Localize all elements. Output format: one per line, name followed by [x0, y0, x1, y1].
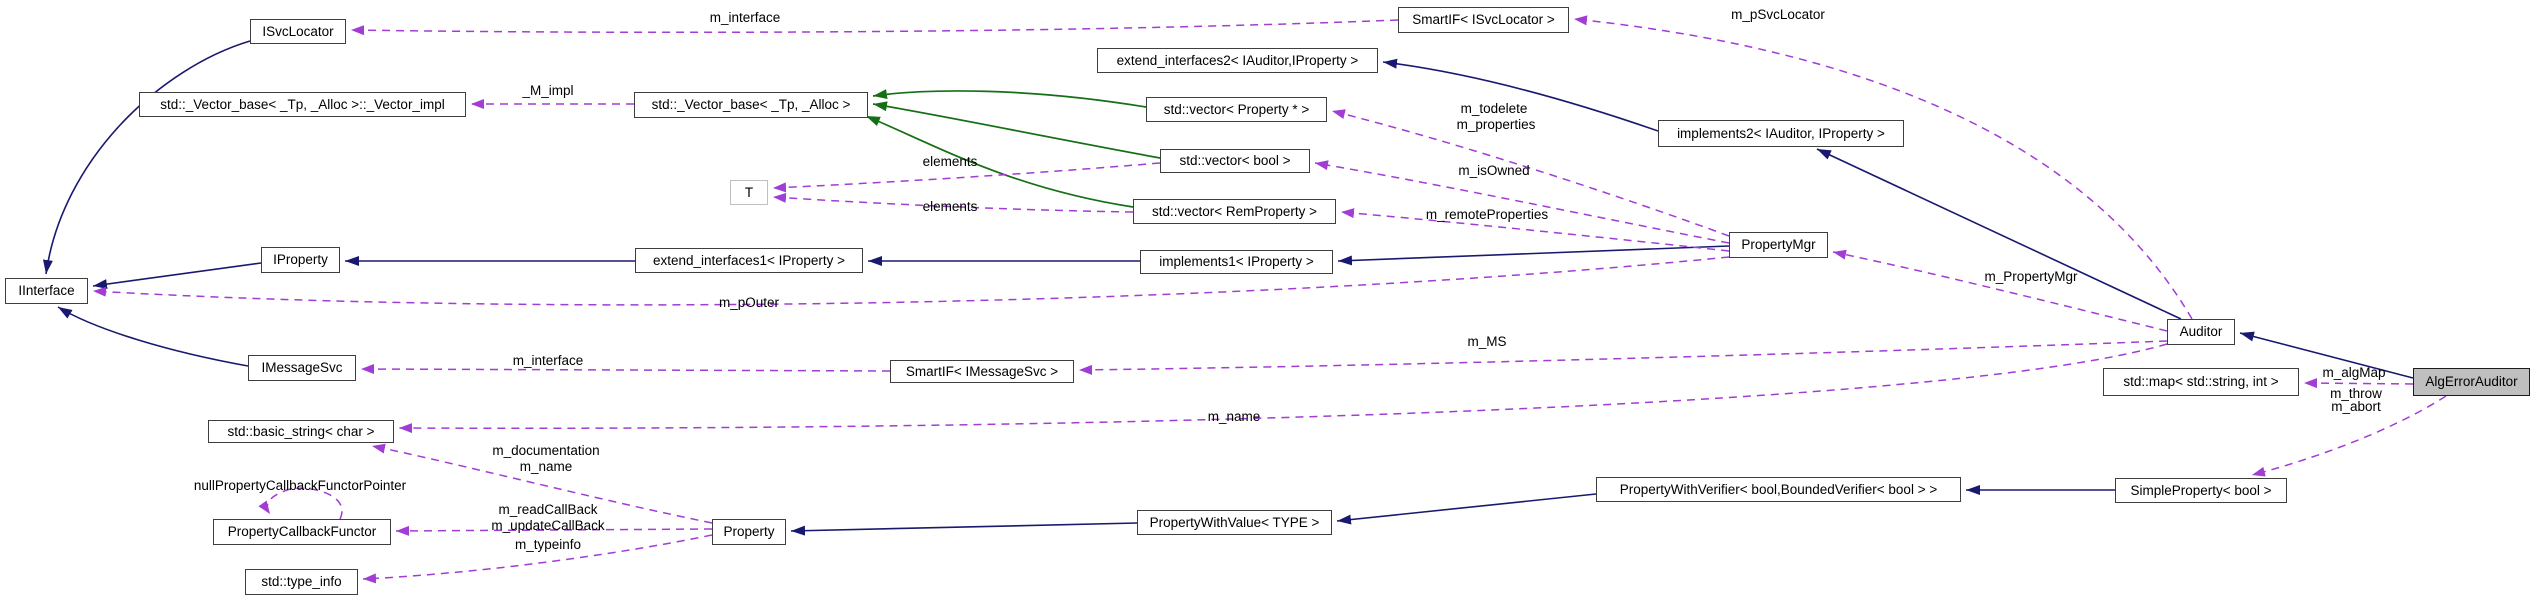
- node-propertywithvalue[interactable]: PropertyWithValue< TYPE >: [1137, 510, 1332, 535]
- edge-inherit-implements2-extendinterfaces2: [1382, 58, 1659, 132]
- edge-use-property-callbackfunctor: [395, 525, 713, 536]
- edge-label-m-abort: m_abort: [2331, 399, 2381, 414]
- edge-label-m-impl: _M_impl: [522, 83, 574, 98]
- node-smartif-imessagesvc[interactable]: SmartIF< IMessageSvc >: [890, 360, 1074, 383]
- node-template-param-t[interactable]: T: [730, 180, 768, 205]
- node-property[interactable]: Property: [712, 519, 786, 545]
- node-std-map[interactable]: std::map< std::string, int >: [2103, 368, 2299, 396]
- edge-label-m-interface-top: m_interface: [709, 10, 781, 25]
- edge-use-propertymgr-iinterface: [92, 256, 1730, 306]
- node-vector-base[interactable]: std::_Vector_base< _Tp, _Alloc >: [634, 92, 868, 118]
- edge-label-m-properties: m_properties: [1456, 117, 1536, 132]
- edge-label-m-documentation: m_documentation: [492, 443, 600, 458]
- node-implements1[interactable]: implements1< IProperty >: [1140, 250, 1333, 274]
- node-vector-impl[interactable]: std::_Vector_base< _Tp, _Alloc >::_Vecto…: [139, 92, 466, 117]
- node-auditor[interactable]: Auditor: [2167, 319, 2235, 345]
- edge-label-m-readcallback: m_readCallBack: [498, 502, 598, 517]
- edge-label-m-interface-mid: m_interface: [512, 353, 584, 368]
- edge-inherit-algerrorauditor-auditor: [2239, 331, 2414, 379]
- node-vector-property[interactable]: std::vector< Property * >: [1146, 97, 1327, 122]
- node-propertywithverifier[interactable]: PropertyWithVerifier< bool,BoundedVerifi…: [1596, 477, 1961, 502]
- edge-label-m-todelete: m_todelete: [1460, 101, 1528, 116]
- edge-label-elements-bool: elements: [922, 154, 978, 169]
- node-propertycallbackfunctor[interactable]: PropertyCallbackFunctor: [213, 519, 391, 545]
- edge-label-m-propertymgr: m_PropertyMgr: [1984, 269, 2078, 284]
- node-vector-bool[interactable]: std::vector< bool >: [1160, 149, 1310, 173]
- edge-use-propertymgr-vectorproperty: [1331, 109, 1730, 237]
- edge-use-propertymgr-vectorbool: [1314, 160, 1730, 244]
- node-propertymgr[interactable]: PropertyMgr: [1729, 232, 1828, 258]
- node-algerrorauditor: AlgErrorAuditor: [2413, 368, 2530, 396]
- edge-use-callbackfunctor-self: [258, 487, 343, 520]
- edge-inherit-propertywithverifier-propertywithvalue: [1336, 493, 1597, 525]
- edge-use-auditor-smartifisvclocator: [1573, 15, 2193, 320]
- node-implements2[interactable]: implements2< IAuditor, IProperty >: [1658, 120, 1904, 147]
- edge-base-vectorproperty-vectorbase: [872, 89, 1147, 108]
- edge-use-algerrorauditor-stdmap: [2303, 378, 2414, 389]
- edge-label-m-ms: m_MS: [1467, 334, 1507, 349]
- node-iproperty[interactable]: IProperty: [261, 247, 340, 273]
- edge-label-m-name-auditor: m_name: [1207, 409, 1261, 424]
- edge-inherit-auditor-implements2: [1816, 148, 2182, 320]
- edge-inherit-propertymgr-implements1: [1337, 245, 1730, 266]
- edge-inherit-imessagesvc-iinterface: [57, 306, 249, 367]
- edge-inherit-propertywithvalue-property: [790, 522, 1138, 536]
- edge-use-algerrorauditor-simpleproperty: [2251, 395, 2447, 477]
- node-basic-string[interactable]: std::basic_string< char >: [208, 420, 394, 443]
- edge-use-smartifisvclocator-isvclocator: [350, 19, 1399, 36]
- edge-label-m-remoteproperties: m_remoteProperties: [1425, 207, 1549, 222]
- node-extend-interfaces1[interactable]: extend_interfaces1< IProperty >: [635, 248, 863, 273]
- edge-use-auditor-propertymgr: [1832, 249, 2168, 332]
- node-iinterface[interactable]: IInterface: [5, 278, 88, 304]
- edge-use-property-basicstring: [371, 443, 713, 524]
- edge-label-m-isowned: m_isOwned: [1458, 163, 1530, 178]
- node-smartif-isvclocator[interactable]: SmartIF< ISvcLocator >: [1398, 7, 1569, 33]
- edge-inherit-isvclocator-iinterface: [43, 40, 251, 275]
- edge-label-m-updatecallback: m_updateCallBack: [491, 518, 605, 533]
- edge-use-property-typeinfo: [362, 534, 713, 584]
- node-vector-remproperty[interactable]: std::vector< RemProperty >: [1133, 199, 1336, 224]
- edge-use-auditor-basicstring: [398, 343, 2168, 434]
- edge-label-m-algmap: m_algMap: [2322, 365, 2386, 380]
- edge-use-propertymgr-vectorremproperty: [1340, 208, 1730, 252]
- node-imessagesvc[interactable]: IMessageSvc: [248, 355, 356, 381]
- edge-use-auditor-smartifimessagesvc: [1078, 340, 2168, 375]
- node-simpleproperty[interactable]: SimpleProperty< bool >: [2115, 478, 2287, 503]
- node-isvclocator[interactable]: ISvcLocator: [250, 19, 346, 44]
- edge-label-m-psvclocator: m_pSvcLocator: [1731, 7, 1825, 22]
- edge-use-vectorbool-t: [772, 162, 1161, 193]
- edge-base-vectorbool-vectorbase: [872, 101, 1161, 159]
- edge-base-vectorremproperty-vectorbase: [865, 115, 1134, 208]
- edge-label-elements-rem: elements: [922, 199, 978, 214]
- edge-label-m-pouter: m_pOuter: [718, 295, 780, 310]
- node-extend-interfaces2[interactable]: extend_interfaces2< IAuditor,IProperty >: [1097, 48, 1378, 73]
- edge-label-m-throw: m_throw: [2330, 386, 2382, 401]
- edge-inherit-iproperty-iinterface: [92, 262, 262, 290]
- edge-label-null-functor-pointer: nullPropertyCallbackFunctorPointer: [193, 478, 407, 493]
- edge-label-m-name-property: m_name: [519, 459, 573, 474]
- edge-use-smartifimessagesvc-imessagesvc: [360, 364, 891, 375]
- node-type-info[interactable]: std::type_info: [245, 569, 358, 595]
- edge-label-m-typeinfo: m_typeinfo: [514, 537, 582, 552]
